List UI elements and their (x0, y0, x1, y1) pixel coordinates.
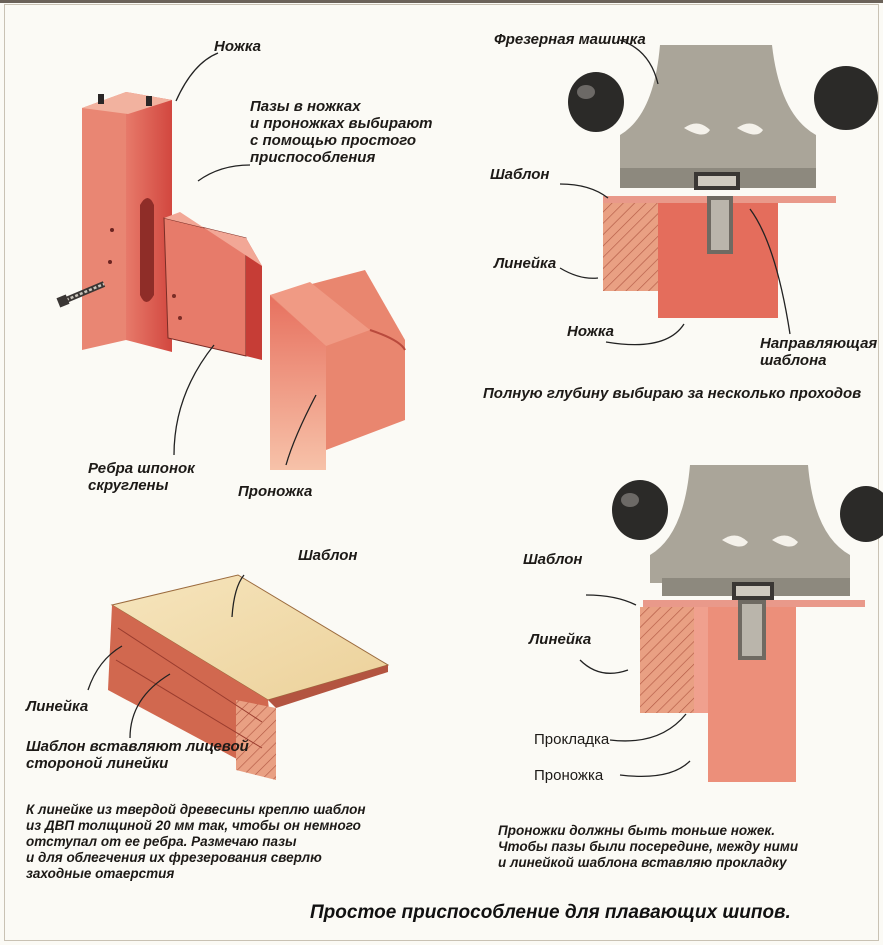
caption-bottom-right: Проножки должны быть тоньше ножек. Чтобы… (498, 823, 868, 871)
rail-drawing (270, 270, 405, 470)
label-ruler-3: Линейка (529, 631, 591, 648)
caption-bottom-left: К линейке из твердой древесины креплю ша… (26, 802, 446, 882)
label-leg-2: Ножка (567, 323, 614, 340)
router-drawing-top (568, 45, 878, 190)
label-spacer: Прокладка (534, 731, 609, 748)
label-router: Фрезерная машинка (494, 31, 646, 48)
label-template-3: Шаблон (523, 551, 582, 568)
label-grooves-note: Пазы в ножках и проножках выбирают с пом… (250, 98, 432, 166)
label-ruler-1: Линейка (494, 255, 556, 272)
template-jig-section-bottom (640, 600, 865, 782)
label-rail-2: Проножка (534, 767, 603, 784)
page-title: Простое приспособление для плавающих шип… (310, 902, 791, 924)
label-template-1: Шаблон (490, 166, 549, 183)
label-template-insert-note: Шаблон вставляют лицевой стороной линейк… (26, 738, 249, 772)
template-jig-section-top (603, 196, 836, 318)
label-template-2: Шаблон (298, 547, 357, 564)
leg-drawing (82, 92, 172, 352)
label-leg: Ножка (214, 38, 261, 55)
label-ruler-2: Линейка (26, 698, 88, 715)
label-tenon-edges: Ребра шпонок скруглены (88, 460, 195, 494)
label-depth-note: Полную глубину выбираю за несколько прох… (483, 385, 861, 402)
router-drawing-bottom (612, 465, 883, 600)
label-rail-1: Проножка (238, 483, 312, 500)
label-template-guide: Направляющая шаблона (760, 335, 877, 369)
tenon-drawing (164, 212, 262, 360)
